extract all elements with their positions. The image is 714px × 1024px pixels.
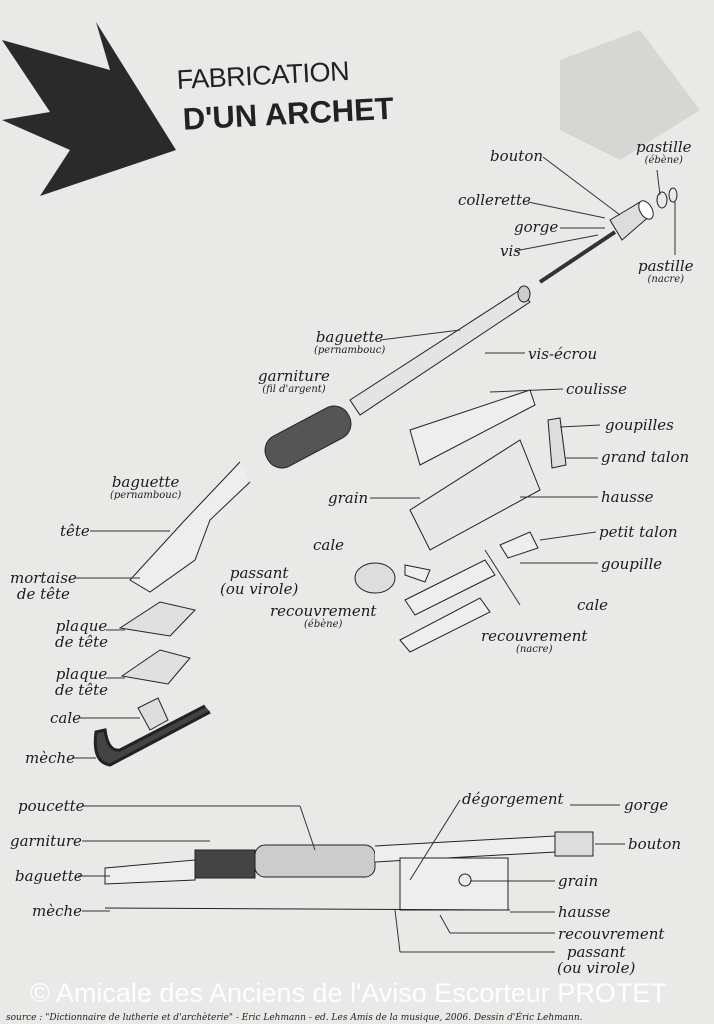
label-baguette-upper: baguette(pernambouc) xyxy=(314,329,385,356)
label-meche-upper: mèche xyxy=(25,749,76,767)
label-text: pastille xyxy=(636,138,692,156)
label-cale-right: cale xyxy=(577,596,609,614)
leader-lines xyxy=(72,156,676,953)
label-passant-mid: passant(ou virole) xyxy=(220,565,298,597)
large-heel xyxy=(547,417,567,469)
slide xyxy=(409,389,536,466)
label-pastille-ebene: pastille(ébène) xyxy=(636,139,692,166)
label-sub: (ébène) xyxy=(644,155,683,166)
label-degorgement: dégorgement xyxy=(462,790,564,808)
label-text: recouvrement xyxy=(270,602,377,620)
recouvrement-ebene-part xyxy=(404,559,496,616)
label-garniture-bottom: garniture xyxy=(10,832,82,850)
assembled-bow xyxy=(104,831,594,911)
label-passant-bottom: passant(ou virole) xyxy=(557,944,635,976)
label-text-2: de tête xyxy=(55,633,109,651)
label-sub: (nacre) xyxy=(647,274,685,285)
label-sub: (ou virole) xyxy=(220,580,299,598)
label-vis-ecrou: vis-écrou xyxy=(528,345,598,363)
label-text: plaque xyxy=(55,617,108,635)
label-text: recouvrement xyxy=(481,627,588,645)
recouvrement-nacre-part xyxy=(399,597,491,653)
label-gorge: gorge xyxy=(514,218,559,236)
label-poucette: poucette xyxy=(18,797,85,815)
label-bouton: bouton xyxy=(490,147,544,165)
stick-head xyxy=(129,461,251,593)
label-baguette-bottom: baguette xyxy=(15,867,83,885)
label-text: plaque xyxy=(55,665,108,683)
label-hausse-mid: hausse xyxy=(601,488,654,506)
label-tete: tête xyxy=(60,522,90,540)
label-recouvrement-nacre: recouvrement(nacre) xyxy=(481,628,587,655)
label-meche-bottom: mèche xyxy=(32,902,83,920)
label-hausse-bottom: hausse xyxy=(558,903,611,921)
label-grand-talon: grand talon xyxy=(601,448,690,466)
page-title: FABRICATION D'UN ARCHET xyxy=(176,55,395,137)
ghost-arrow-logo xyxy=(560,30,700,160)
label-sub: (pernambouc) xyxy=(110,490,182,501)
label-goupilles: goupilles xyxy=(605,416,674,434)
label-text: pastille xyxy=(638,257,694,275)
arrow-logo xyxy=(2,22,176,196)
label-sub: (pernambouc) xyxy=(314,345,386,356)
label-coulisse: coulisse xyxy=(566,380,627,398)
label-gorge-bottom: gorge xyxy=(624,796,669,814)
label-sub: (ou virole) xyxy=(557,959,636,977)
wedge xyxy=(137,697,169,731)
label-vis: vis xyxy=(500,242,521,260)
small-heel xyxy=(499,531,539,559)
head-plate-2 xyxy=(120,649,191,685)
frog xyxy=(409,439,541,551)
button-part xyxy=(538,187,678,284)
label-sub: (fil d'argent) xyxy=(262,384,326,395)
wire-winding xyxy=(264,405,352,469)
label-bouton-bottom: bouton xyxy=(628,835,682,853)
label-cale-mid: cale xyxy=(313,536,345,554)
label-pastille-nacre: pastille(nacre) xyxy=(638,258,694,285)
label-collerette: collerette xyxy=(458,191,531,209)
label-baguette-mid: baguette(pernambouc) xyxy=(110,474,181,501)
label-grain-bottom: grain xyxy=(558,872,599,890)
label-text: passant xyxy=(229,564,289,582)
hair-hank xyxy=(93,704,211,767)
label-cale-left: cale xyxy=(50,709,82,727)
label-text: garniture xyxy=(258,367,330,385)
label-garniture-upper: garniture(fil d'argent) xyxy=(258,368,330,395)
watermark: © Amicale des Anciens de l'Aviso Escorte… xyxy=(30,978,667,1008)
label-recouvrement-ebene: recouvrement(ébène) xyxy=(270,603,376,630)
label-goupille: goupille xyxy=(601,555,663,573)
label-recouvrement-bottom: recouvrement xyxy=(558,925,665,943)
label-text: mortaise xyxy=(10,569,77,587)
label-text-2: de tête xyxy=(16,585,70,603)
label-text: passant xyxy=(566,943,626,961)
stick-upper xyxy=(349,289,531,416)
label-grain-mid: grain xyxy=(328,489,369,507)
label-text-2: de tête xyxy=(55,681,109,699)
label-sub: (nacre) xyxy=(515,644,553,655)
label-sub: (ébène) xyxy=(304,619,343,630)
label-text: baguette xyxy=(111,473,180,491)
label-text: baguette xyxy=(315,328,384,346)
label-petit-talon: petit talon xyxy=(599,523,678,541)
source-citation: source : "Dictionnaire de lutherie et d'… xyxy=(6,1013,583,1023)
head-plate-1 xyxy=(118,601,196,637)
